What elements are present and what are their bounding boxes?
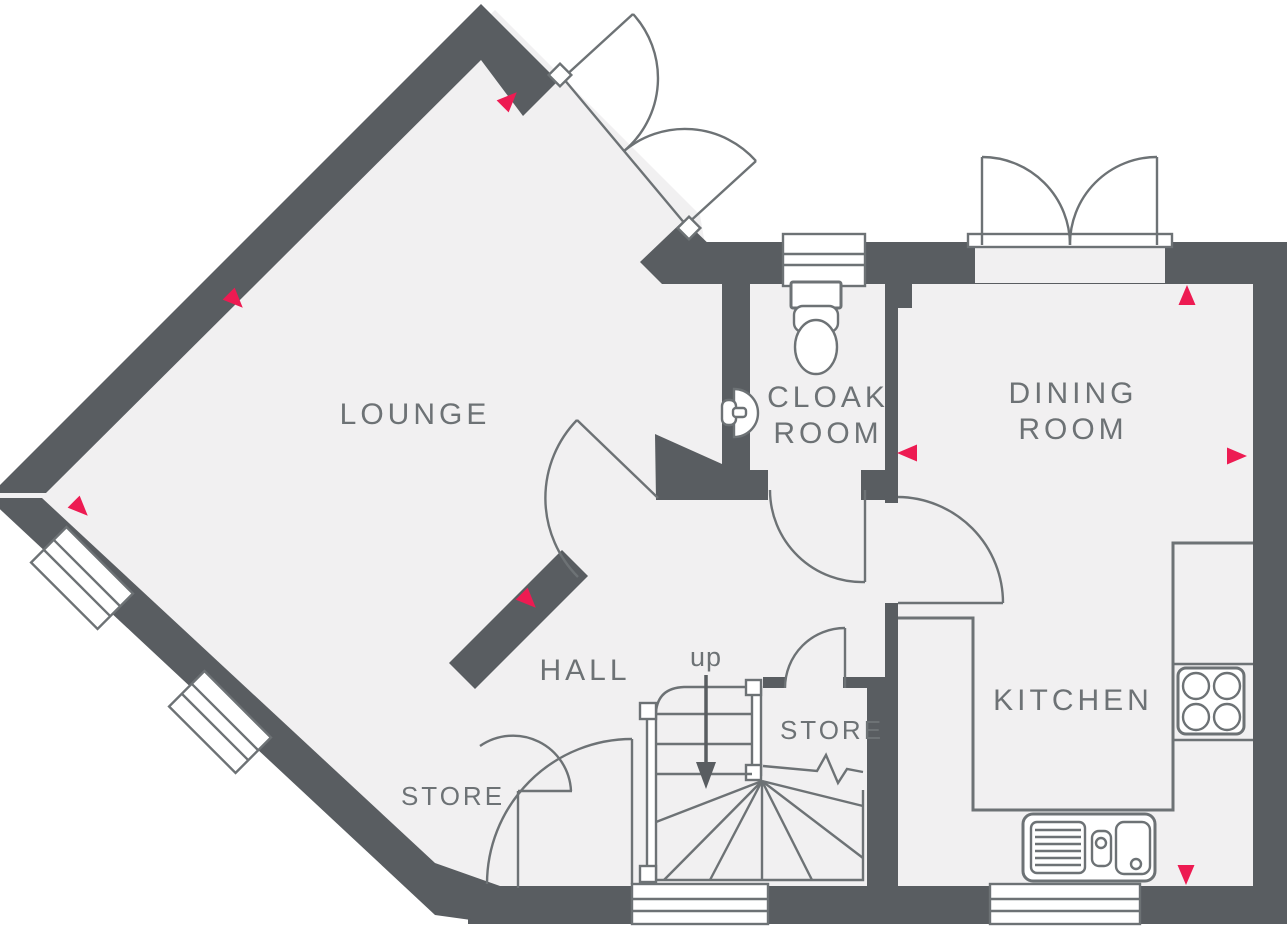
break-line — [762, 752, 864, 786]
wall-lounge-hall — [449, 550, 588, 689]
cloak-door — [768, 489, 867, 584]
front-door — [546, 13, 757, 242]
wall-hall-chevron — [655, 434, 722, 500]
floor-plate — [0, 10, 1270, 912]
rear-door — [485, 737, 770, 926]
wall-lounge-upper-left — [0, 4, 481, 493]
marker-lounge-upper — [222, 287, 243, 308]
room-label-dining-2: ROOM — [1018, 413, 1127, 446]
marker-kitchen-bottom — [1177, 865, 1195, 885]
kitchen-fittings — [898, 541, 1253, 883]
marker-lounge-lower — [515, 587, 536, 608]
wall-store2-stub-right — [843, 677, 867, 688]
store1-door — [479, 734, 573, 888]
room-labels: LOUNGE CLOAK ROOM DINING ROOM KITCHEN HA… — [340, 377, 1153, 811]
marker-lounge-left — [67, 495, 88, 516]
room-label-cloakroom-1: CLOAK — [767, 381, 889, 414]
wall-dining-left-pier — [898, 242, 912, 308]
lounge-window-2 — [167, 669, 273, 775]
dining-french-doors — [966, 155, 1174, 283]
stair-well-edge — [656, 790, 865, 882]
wall-top — [690, 242, 1253, 284]
worktop-outline — [898, 541, 1253, 812]
winder-treads — [655, 779, 864, 881]
toilet-icon — [789, 280, 843, 376]
marker-dining-left — [897, 444, 917, 462]
doors — [479, 13, 1174, 926]
wall-bottom — [468, 886, 1287, 924]
kitchen-window — [988, 882, 1142, 926]
marker-dining-top — [1178, 285, 1196, 305]
room-label-store-hall: STORE — [401, 781, 505, 811]
wall-entrance-left-stub — [481, 4, 558, 116]
up-arrow — [696, 675, 716, 789]
marker-dining-right — [1227, 447, 1247, 465]
windows — [29, 232, 1142, 926]
lounge-window-1 — [29, 525, 135, 631]
cloak-window — [781, 232, 867, 288]
wall-store2-right — [867, 677, 898, 886]
lounge-door — [544, 419, 659, 578]
wall-store2-stub-left — [763, 677, 785, 688]
wall-bottom-bridge — [435, 863, 500, 924]
wall-right — [1253, 242, 1287, 924]
room-label-cloakroom-2: ROOM — [773, 417, 882, 450]
stair-rail-left — [645, 708, 658, 880]
door-jamb-icon — [546, 61, 574, 89]
room-label-dining-1: DINING — [1009, 377, 1138, 410]
survey-markers — [67, 92, 1247, 885]
stairs-up-label: up — [690, 642, 722, 672]
basin-icon — [720, 387, 760, 439]
room-label-store-understairs: STORE — [780, 715, 884, 745]
wall-cloak-bottom-left — [722, 470, 768, 500]
hob-icon — [1176, 666, 1246, 736]
wall-cloak-left — [722, 284, 750, 476]
sink-drainer-icon — [1021, 812, 1157, 883]
dining-door — [897, 495, 1005, 605]
cloakroom-fixtures — [720, 280, 843, 439]
stair-rail-right — [750, 685, 763, 777]
room-label-lounge: LOUNGE — [340, 398, 491, 431]
staircase — [638, 675, 865, 884]
floor-area — [0, 10, 1270, 912]
room-label-hall: HALL — [539, 654, 630, 687]
room-label-kitchen: KITCHEN — [993, 684, 1153, 717]
store2-door — [783, 626, 847, 689]
door-jamb-icon — [675, 214, 703, 242]
marker-entrance — [496, 92, 517, 113]
wall-dining-left-upper — [885, 242, 898, 503]
